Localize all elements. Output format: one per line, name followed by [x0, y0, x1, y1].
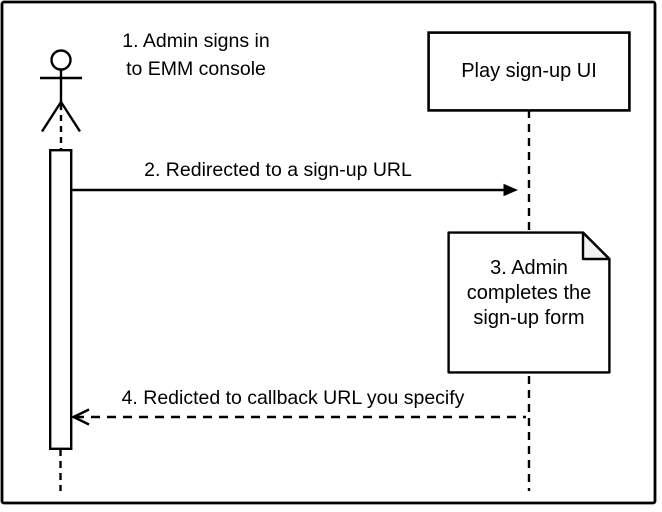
open-arrowhead-icon — [70, 408, 90, 426]
filled-arrowhead-icon — [503, 183, 518, 197]
step-4-label: 4. Redicted to callback URL you specify — [121, 387, 465, 409]
step-2-label: 2. Redirected to a sign-up URL — [144, 159, 412, 181]
note-folded-corner — [581, 231, 611, 261]
actor-leg-left — [40, 101, 63, 133]
actor-head — [50, 49, 72, 71]
actor-leg-right — [59, 101, 82, 133]
stick-figure-actor-icon — [40, 49, 82, 150]
diagram-border — [0, 0, 657, 505]
step-1-label: 1. Admin signs in to EMM console — [122, 30, 270, 80]
step-3-note-label: 3. Admin completes the sign-up form — [466, 257, 592, 329]
note-shape — [447, 231, 611, 374]
play-signup-ui-box — [427, 31, 631, 112]
message-2-arrow — [72, 183, 518, 197]
play-signup-ui-label: Play sign-up UI — [461, 59, 597, 82]
admin-activation-bar — [49, 148, 73, 451]
signup-form-note — [447, 231, 611, 374]
message-4-arrow — [70, 408, 526, 426]
